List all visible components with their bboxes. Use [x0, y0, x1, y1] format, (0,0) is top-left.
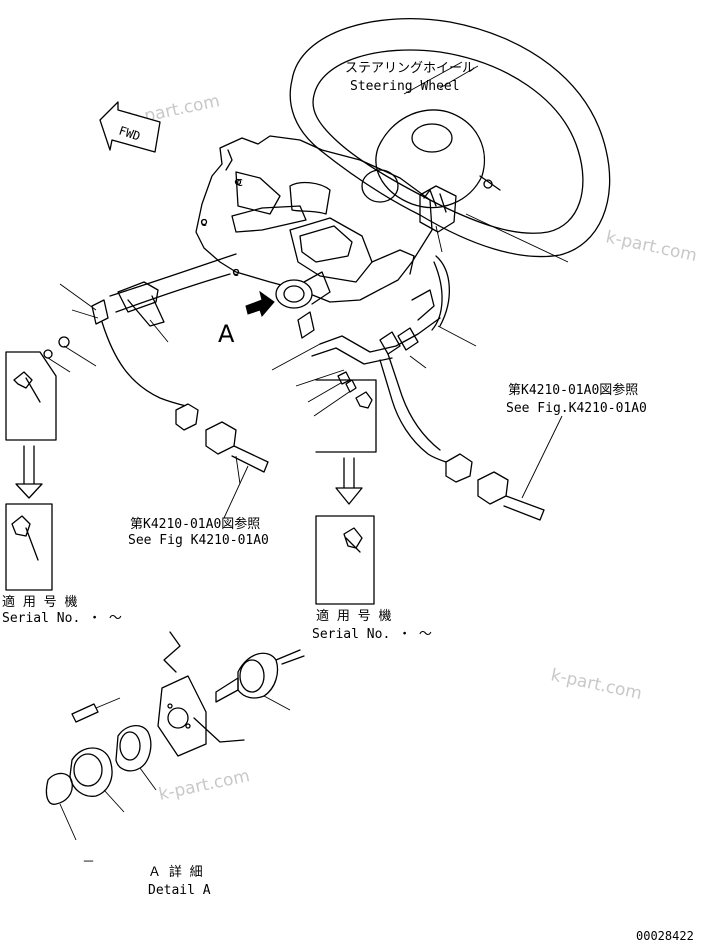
detail-a-view: Ａ 詳 細 Detail A － [45, 631, 305, 898]
forward-label: FWD [117, 124, 142, 144]
serial-mid-en: Serial No. ・ ～ [312, 627, 432, 642]
middle-serial-panel: 適 用 号 機 Serial No. ・ ～ [312, 379, 432, 642]
right-harness [271, 255, 545, 521]
reference-left-leader [223, 465, 249, 519]
reference-right-leader [521, 415, 563, 499]
steering-wheel-label-jp: ステアリングホイール [345, 61, 475, 76]
serial-left-jp: 適 用 号 機 [2, 594, 77, 610]
column-marker-c: c [232, 265, 239, 279]
serial-mid-jp: 適 用 号 機 [316, 608, 391, 624]
reference-left-en: See Fig K4210-01A0 [128, 533, 269, 548]
reference-right-jp: 第K4210-01A0図参照 [508, 382, 638, 398]
forward-arrow-icon: FWD [99, 101, 161, 153]
serial-left-en: Serial No. ・ ～ [2, 611, 122, 626]
detail-label-en: Detail A [148, 883, 211, 898]
watermark: k-part.com [549, 665, 644, 704]
detail-dash: － [82, 855, 95, 870]
detail-label-jp: Ａ 詳 細 [148, 864, 203, 880]
column-marker-c: c [200, 215, 207, 229]
reference-left-jp: 第K4210-01A0図参照 [130, 516, 260, 532]
rotary-switch [275, 271, 331, 339]
watermark: k-part.com [157, 766, 252, 805]
steering-wheel-label-en: Steering Wheel [350, 79, 460, 94]
steering-wheel: ステアリングホイール Steering Wheel [289, 17, 611, 263]
view-label: A [218, 320, 235, 348]
left-harness [43, 253, 269, 485]
column-marker-c: c [236, 175, 243, 189]
view-arrow-icon [245, 290, 275, 317]
left-serial-panel: 適 用 号 機 Serial No. ・ ～ [2, 351, 122, 626]
drawing-number: 00028422 [636, 929, 694, 943]
watermark: k-part.com [604, 227, 699, 266]
steering-column: c c c [195, 135, 433, 303]
reference-right-en: See Fig.K4210-01A0 [506, 401, 647, 416]
